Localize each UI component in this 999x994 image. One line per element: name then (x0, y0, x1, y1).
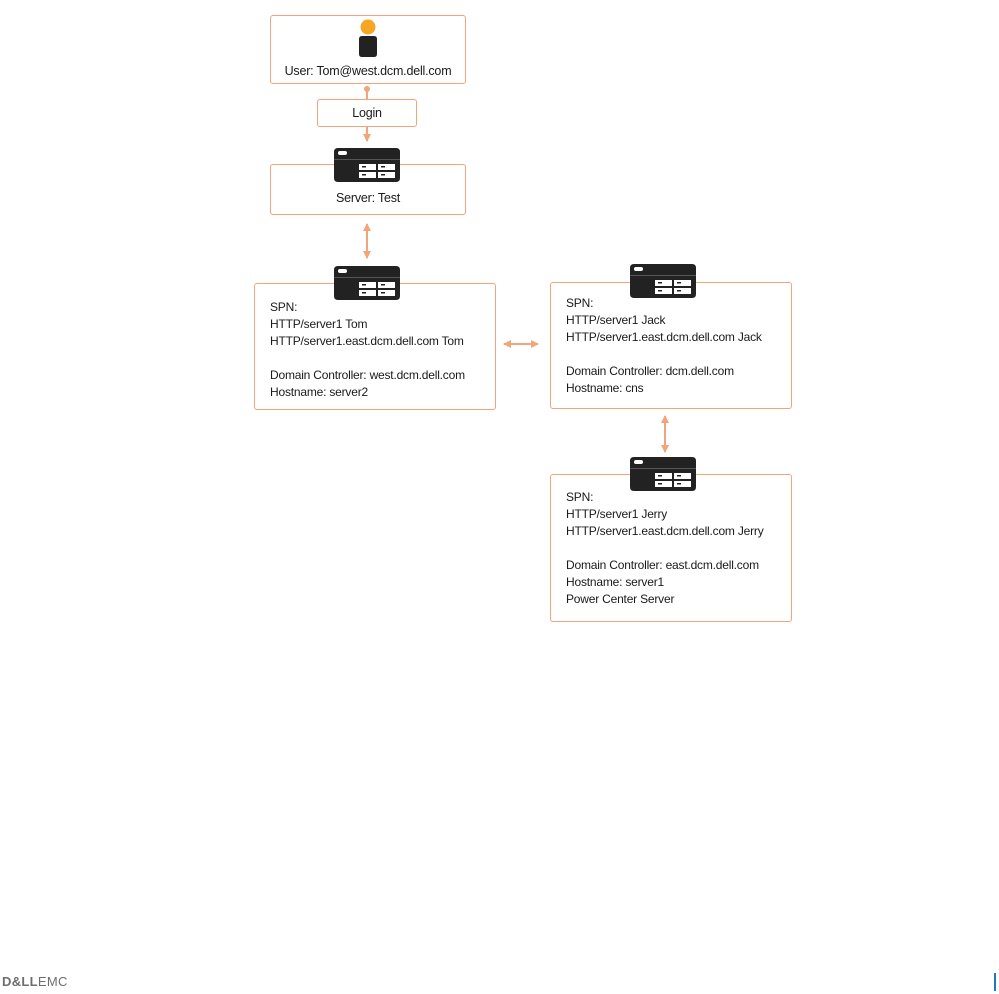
domain-controller: Domain Controller: dcm.dell.com (566, 364, 734, 378)
server-icon (334, 148, 400, 182)
user-login-connector (364, 86, 370, 100)
user-label: User: Tom@west.dcm.dell.com (284, 64, 452, 78)
server1-box: SPN: HTTP/server1 Jerry HTTP/server1.eas… (550, 474, 792, 622)
login-label: Login (352, 106, 382, 120)
spn-heading: SPN: (270, 300, 298, 314)
logo-emc: EMC (37, 974, 68, 989)
spn-line-2: HTTP/server1.east.dcm.dell.com Tom (270, 334, 464, 348)
server2-text: SPN: HTTP/server1 Tom HTTP/server1.east.… (270, 299, 465, 401)
login-box: Login (317, 99, 417, 127)
server2-box: SPN: HTTP/server1 Tom HTTP/server1.east.… (254, 283, 496, 410)
spn-line-1: HTTP/server1 Jack (566, 313, 666, 327)
cns-box: SPN: HTTP/server1 Jack HTTP/server1.east… (550, 282, 792, 409)
server-icon (334, 266, 400, 300)
spn-line-2: HTTP/server1.east.dcm.dell.com Jack (566, 330, 762, 344)
hostname: Hostname: cns (566, 381, 644, 395)
spn-line-1: HTTP/server1 Tom (270, 317, 368, 331)
spn-heading: SPN: (566, 490, 594, 504)
domain-controller: Domain Controller: east.dcm.dell.com (566, 558, 759, 572)
dell-emc-logo: D&LLEMC (2, 974, 68, 990)
spn-line-1: HTTP/server1 Jerry (566, 507, 668, 521)
power-center-label: Power Center Server (566, 592, 675, 606)
server1-text: SPN: HTTP/server1 Jerry HTTP/server1.eas… (566, 489, 764, 608)
server-test-label: Server: Test (335, 191, 401, 205)
user-icon (359, 19, 377, 57)
cns-text: SPN: HTTP/server1 Jack HTTP/server1.east… (566, 295, 762, 397)
spn-heading: SPN: (566, 296, 594, 310)
domain-controller: Domain Controller: west.dcm.dell.com (270, 368, 465, 382)
hostname: Hostname: server2 (270, 385, 368, 399)
page-edge-marker (994, 973, 996, 991)
logo-dell: D&LL (2, 974, 38, 989)
hostname: Hostname: server1 (566, 575, 664, 589)
server-icon (630, 264, 696, 298)
spn-line-2: HTTP/server1.east.dcm.dell.com Jerry (566, 524, 764, 538)
server-icon (630, 457, 696, 491)
